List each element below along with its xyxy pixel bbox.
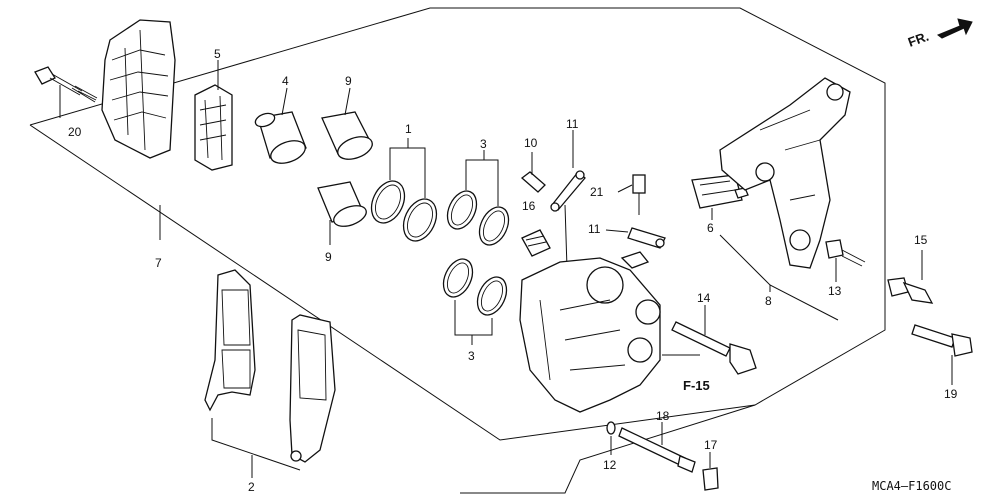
piston-4 <box>254 87 307 164</box>
bolt-14 <box>662 305 757 375</box>
boot-16 <box>521 229 551 257</box>
label-17: 17 <box>704 438 718 452</box>
label-7: 7 <box>155 256 162 270</box>
pin-18 <box>618 422 696 473</box>
seal-set-3-lower <box>442 258 508 345</box>
piston-9-upper <box>321 87 373 160</box>
diagram-code: MCA4–F1600C <box>872 479 951 493</box>
bolt-20 <box>34 66 98 118</box>
label-3-upper: 3 <box>480 137 487 151</box>
ref-f15: F-15 <box>683 378 710 393</box>
label-15: 15 <box>914 233 928 247</box>
label-21: 21 <box>590 185 604 199</box>
label-6: 6 <box>707 221 714 235</box>
brake-pads-2 <box>204 269 336 478</box>
label-13: 13 <box>828 284 842 298</box>
seal-set-3-upper <box>446 150 510 246</box>
link-11-lower <box>605 227 666 249</box>
label-5: 5 <box>214 47 221 61</box>
bolt-19 <box>911 324 973 385</box>
label-18: 18 <box>656 409 670 423</box>
washer-12 <box>606 421 616 455</box>
label-9-upper: 9 <box>345 74 352 88</box>
shim-5 <box>194 60 233 171</box>
label-11-upper: 11 <box>566 117 579 131</box>
assembly-outline <box>29 7 886 494</box>
label-3-lower: 3 <box>468 349 475 363</box>
seal-set-1 <box>370 138 438 242</box>
label-19: 19 <box>944 387 958 401</box>
fr-label: FR. <box>906 29 931 50</box>
piston-9-lower <box>317 181 367 245</box>
label-16: 16 <box>522 199 536 213</box>
pad-spring-6 <box>691 174 749 220</box>
label-4: 4 <box>282 74 289 88</box>
cap-17 <box>702 452 719 491</box>
caliper-body-7 <box>101 19 176 159</box>
label-10: 10 <box>524 136 538 150</box>
arrow-icon <box>936 18 973 39</box>
bolt-13 <box>825 239 866 282</box>
pin-15 <box>887 250 934 304</box>
label-12: 12 <box>603 458 617 472</box>
bleeder-21 <box>617 174 646 215</box>
label-8: 8 <box>765 294 772 308</box>
label-14: 14 <box>697 291 711 305</box>
bracket-8 <box>719 77 851 321</box>
label-2: 2 <box>248 480 255 494</box>
label-1: 1 <box>405 122 412 136</box>
label-11-lower: 11 <box>588 222 601 236</box>
label-20: 20 <box>68 125 82 139</box>
caliper-housing <box>519 251 661 413</box>
label-9-lower: 9 <box>325 250 332 264</box>
bleeder-10 <box>520 152 546 193</box>
fr-arrow: FR. <box>906 18 973 50</box>
